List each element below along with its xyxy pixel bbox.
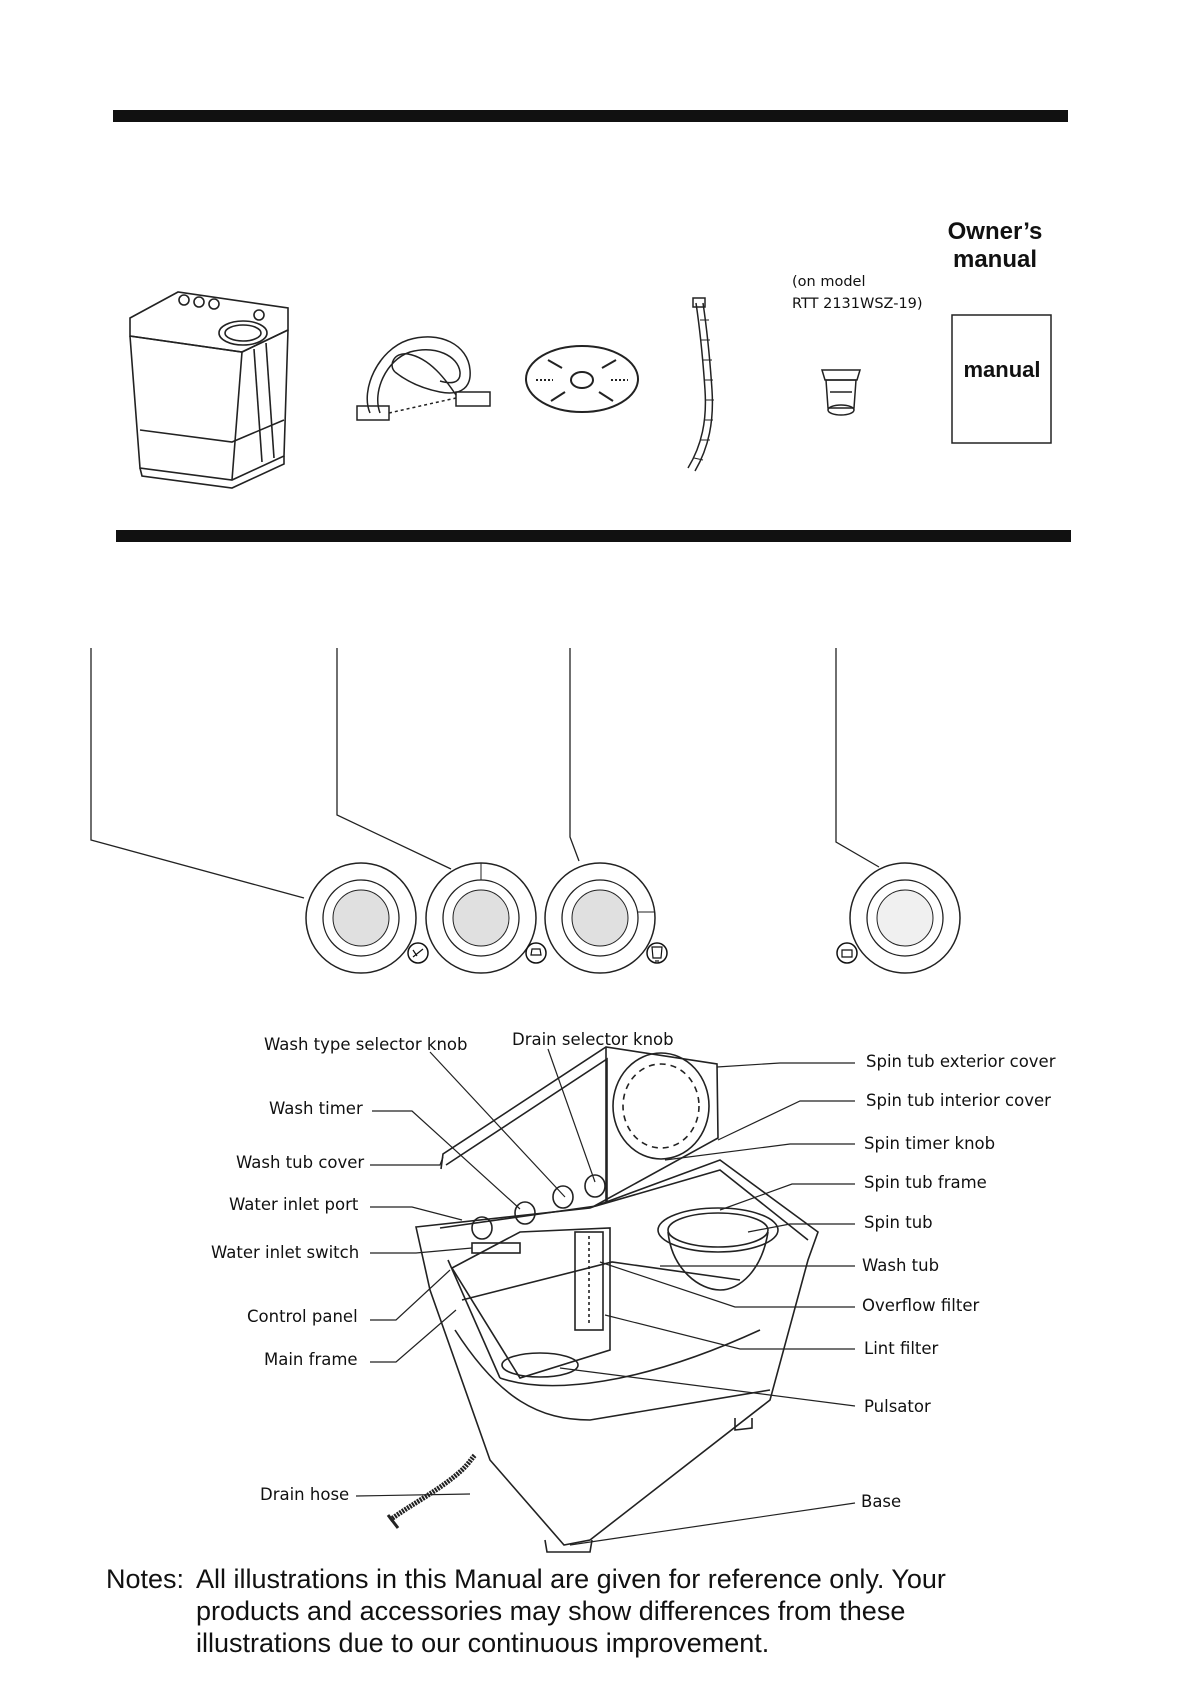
label-spin-tub-interior-cover: Spin tub interior cover [866,1091,1051,1110]
label-pulsator: Pulsator [864,1397,931,1416]
manual-cover-label: manual [963,357,1041,382]
wash-type-symbol-icon [407,942,429,964]
label-water-inlet-switch: Water inlet switch [211,1243,360,1262]
control-knob-2 [425,862,537,974]
owners-manual-title-line2: manual [952,246,1038,273]
model-note: (on model RTT 2131WSZ-19) [792,271,923,315]
label-wash-timer: Wash timer [269,1099,363,1118]
owners-manual-title: Owner’s manual [920,218,1070,274]
label-spin-tub: Spin tub [864,1213,933,1232]
label-spin-tub-frame: Spin tub frame [864,1173,987,1192]
label-spin-tub-exterior-cover: Spin tub exterior cover [866,1052,1056,1071]
label-main-frame: Main frame [264,1350,358,1369]
notes-text-line1: All illustrations in this Manual are giv… [196,1564,946,1594]
spin-timer-symbol-icon [836,942,858,964]
label-spin-timer-knob: Spin timer knob [864,1134,996,1153]
label-wash-tub: Wash tub [862,1256,940,1275]
label-control-panel: Control panel [247,1307,358,1326]
drain-symbol-icon [646,942,668,964]
label-drain-hose: Drain hose [260,1485,350,1504]
washing-machine-thumbnail [129,291,289,489]
washing-machine-diagram [386,1046,819,1553]
notes-text-line2: products and accessories may show differ… [196,1596,906,1626]
label-water-inlet-port: Water inlet port [229,1195,359,1214]
label-overflow-filter: Overflow filter [862,1296,980,1315]
label-wash-type-selector-knob: Wash type selector knob [264,1035,468,1054]
control-panel-header-bar [116,530,1071,542]
lint-filter-accessory [820,369,862,416]
label-drain-selector-knob: Drain selector knob [512,1030,674,1049]
accessories-header-bar [113,110,1068,122]
drain-hose-accessory [356,336,491,421]
inlet-hose-accessory [687,297,714,472]
label-base: Base [861,1492,902,1511]
part-leader-lines [355,1048,856,1546]
label-lint-filter: Lint filter [864,1339,939,1358]
control-knob-3 [544,862,656,974]
wash-timer-symbol-icon [525,942,547,964]
notes-line1: Notes: All illustrations in this Manual a… [106,1563,1166,1595]
notes-label: Notes: [106,1564,185,1594]
control-knob-4 [849,862,961,974]
notes-text-line3: illustrations due to our continuous impr… [196,1628,770,1658]
owners-manual-title-line1: Owner’s [947,218,1043,245]
wash-tub-plate-accessory [525,345,639,413]
control-panel-leader-lines [90,648,880,899]
model-note-line2: RTT 2131WSZ-19) [792,296,923,312]
label-wash-tub-cover: Wash tub cover [236,1153,365,1172]
control-knob-1 [305,862,417,974]
model-note-line1: (on model [792,274,866,290]
notes: Notes: All illustrations in this Manual a… [106,1563,1166,1659]
manual-booklet [951,314,1052,444]
